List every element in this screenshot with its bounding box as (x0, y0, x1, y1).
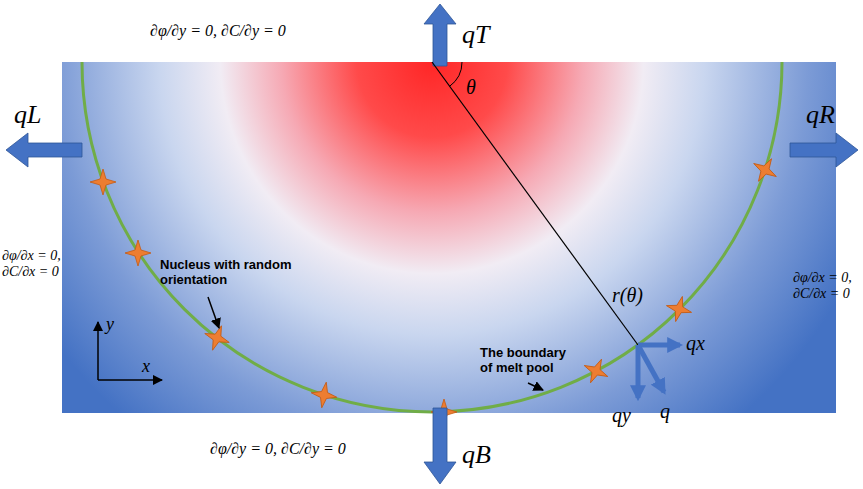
angle-symbol: θ (466, 76, 476, 99)
callout-note: Nucleus with random orientation (160, 258, 300, 288)
flux-label: qL (14, 100, 41, 130)
radius-line (432, 62, 638, 345)
boundary-condition: ∂φ/∂x = 0, ∂C/∂x = 0 (2, 248, 68, 280)
flux-component-label: qx (686, 332, 705, 355)
angle-arc (450, 62, 462, 86)
flux-component-label: qy (612, 404, 631, 427)
axis-label: x (142, 356, 150, 377)
flux-label: qB (462, 440, 491, 470)
leader-lines (208, 297, 543, 390)
radius-label: r(θ) (612, 284, 643, 307)
callout-note: The boundary of melt pool (480, 346, 578, 376)
flux-components (638, 345, 680, 398)
heat-flux-arrows (6, 4, 858, 484)
axis-label: y (106, 314, 114, 335)
domain (62, 62, 836, 413)
flux-component-label: q (660, 400, 670, 423)
melt-pool-boundary (82, 62, 782, 412)
nuclei (90, 152, 783, 425)
flux-label: qT (462, 20, 489, 50)
boundary-condition: ∂φ/∂y = 0, ∂C/∂y = 0 (150, 22, 286, 40)
boundary-condition: ∂φ/∂x = 0, ∂C/∂x = 0 (793, 270, 859, 302)
boundary-condition: ∂φ/∂y = 0, ∂C/∂y = 0 (210, 440, 346, 458)
flux-label: qR (806, 100, 835, 130)
